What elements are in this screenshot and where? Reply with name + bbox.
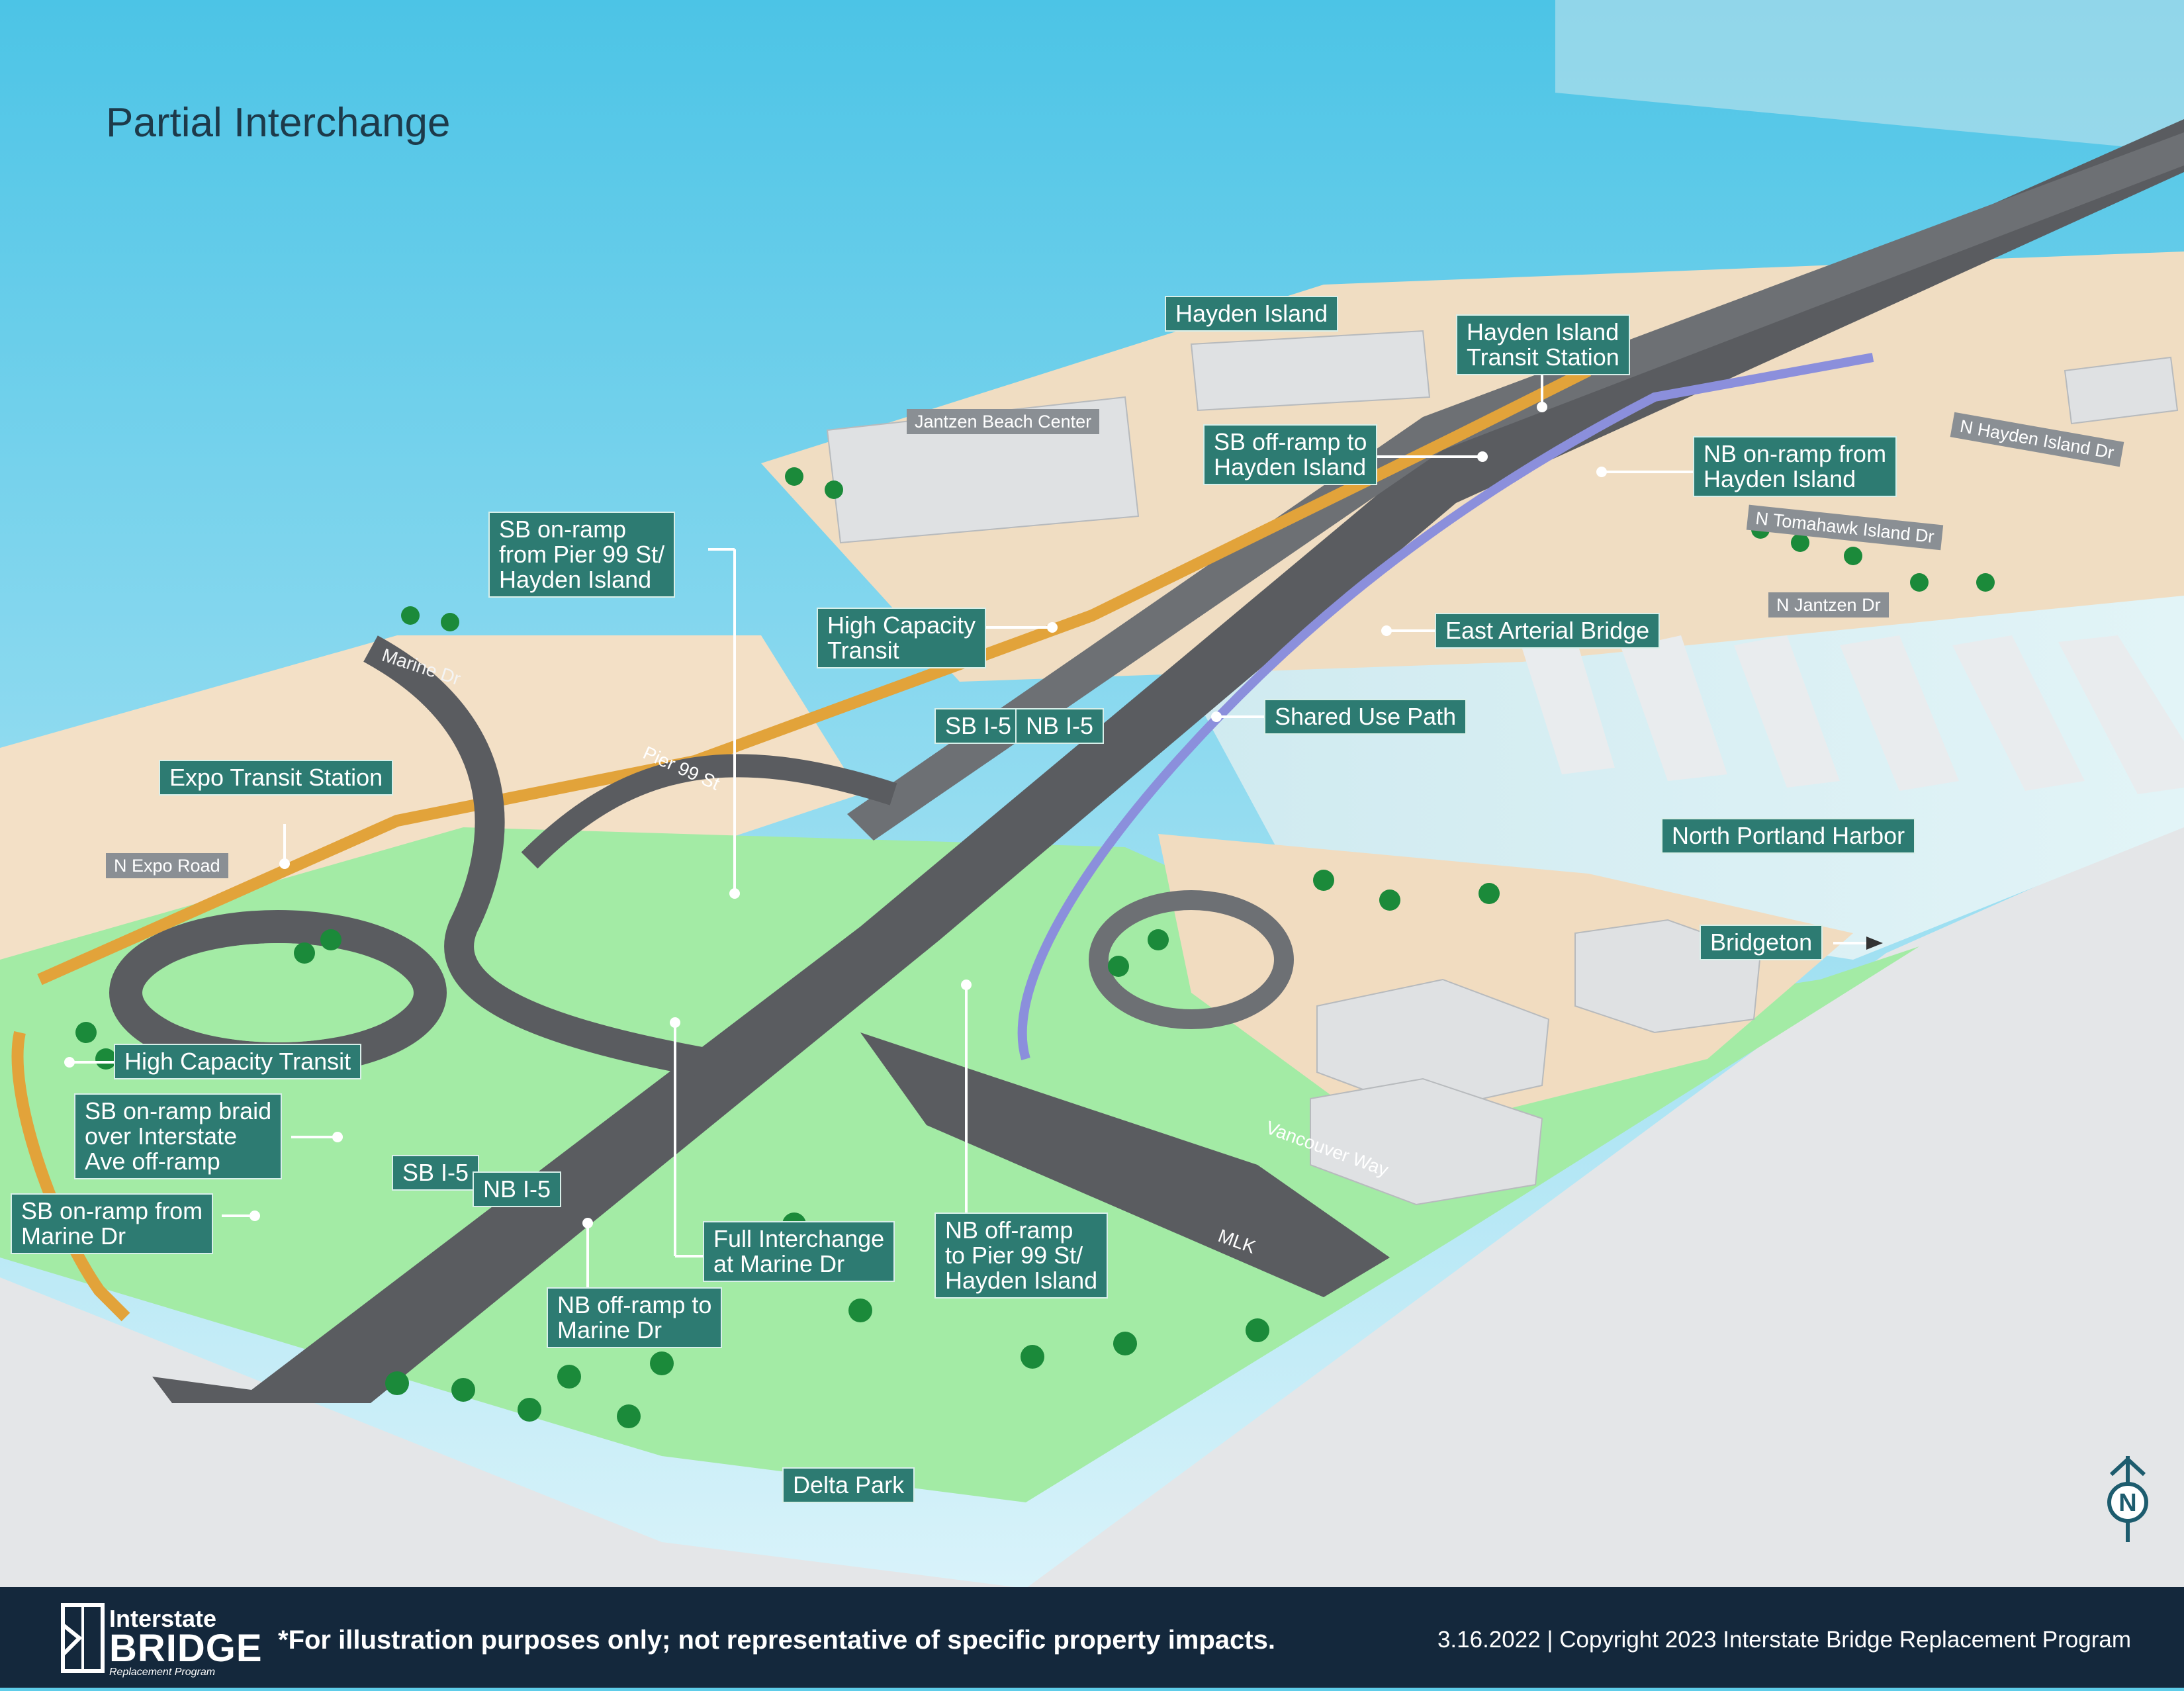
ibr-logo: Interstate BRIDGE Replacement Program (109, 1607, 263, 1678)
east-loop (1089, 890, 1294, 1029)
label-nb-i5-upper: NB I-5 (1015, 708, 1105, 744)
logo-line1: Interstate (109, 1605, 217, 1632)
label-nb-i5-lower: NB I-5 (473, 1171, 562, 1207)
label-shared-use-path: Shared Use Path (1264, 699, 1467, 735)
north-arrow-icon (2107, 1456, 2148, 1542)
label-full-interchange: Full Interchange at Marine Dr (703, 1221, 895, 1282)
i5-mainline (152, 119, 2184, 1403)
label-hayden-island: Hayden Island (1165, 296, 1339, 332)
page-title: Partial Interchange (106, 100, 451, 146)
logo-line3: Replacement Program (109, 1667, 216, 1678)
label-delta-park: Delta Park (782, 1467, 915, 1503)
label-north-portland-harbor: North Portland Harbor (1661, 818, 1916, 854)
footer: Interstate BRIDGE Replacement Program *F… (0, 1587, 2184, 1688)
mlk-road (860, 1032, 1390, 1297)
street-n-expo-road: N Expo Road (106, 853, 228, 878)
label-nb-offramp-pier99: NB off-ramp to Pier 99 St/ Hayden Island (934, 1212, 1109, 1299)
label-sb-onramp-marine: SB on-ramp from Marine Dr (11, 1193, 214, 1254)
north-arrow: N (2105, 1456, 2151, 1542)
label-high-capacity-transit-lower: High Capacity Transit (114, 1044, 362, 1079)
label-high-capacity-transit-upper: High Capacity Transit (817, 608, 987, 668)
distant-land (1555, 0, 2184, 152)
disclaimer: *For illustration purposes only; not rep… (278, 1625, 1275, 1655)
shared-use-path (1017, 353, 1874, 1061)
label-hayden-island-transit-station: Hayden Island Transit Station (1456, 314, 1630, 375)
pier99-ramp (521, 754, 897, 869)
north-arrow-letter: N (2118, 1489, 2137, 1517)
label-sb-i5-lower: SB I-5 (392, 1155, 480, 1191)
leader-dots (64, 402, 1607, 1228)
slab-side (0, 1277, 1026, 1588)
slab-side-right (1026, 821, 2184, 1588)
street-n-jantzen-dr: N Jantzen Dr (1768, 592, 1889, 617)
label-sb-i5-upper: SB I-5 (934, 708, 1023, 744)
harbor-piers (1522, 635, 2184, 794)
label-east-arterial-bridge: East Arterial Bridge (1435, 613, 1661, 649)
label-bridgeton: Bridgeton (1700, 925, 1823, 960)
label-jantzen-beach-center: Jantzen Beach Center (907, 409, 1100, 434)
bridgeton-arrow (1866, 937, 1883, 950)
label-expo-transit-station: Expo Transit Station (159, 760, 394, 796)
label-nb-offramp-marine: NB off-ramp to Marine Dr (547, 1287, 723, 1348)
leader-lines (69, 367, 1866, 1287)
copyright: 3.16.2022 | Copyright 2023 Interstate Br… (1437, 1627, 2131, 1653)
logo-line2: BRIDGE (109, 1627, 263, 1670)
label-sb-offramp-hayden: SB off-ramp to Hayden Island (1203, 424, 1378, 485)
land-south-sand (0, 635, 860, 960)
transit-line (11, 365, 1592, 1322)
trees (75, 467, 1995, 1428)
ibr-logo-mark-icon (61, 1603, 105, 1673)
marine-dr-ramp (363, 635, 764, 1087)
loop-inner (146, 943, 410, 1042)
label-sb-onramp-pier99: SB on-ramp from Pier 99 St/ Hayden Islan… (488, 512, 676, 598)
i5-upper-deck (847, 132, 2184, 841)
label-sb-onramp-braid: SB on-ramp braid over Interstate Ave off… (74, 1093, 283, 1179)
label-nb-onramp-hayden: NB on-ramp from Hayden Island (1693, 436, 1897, 497)
